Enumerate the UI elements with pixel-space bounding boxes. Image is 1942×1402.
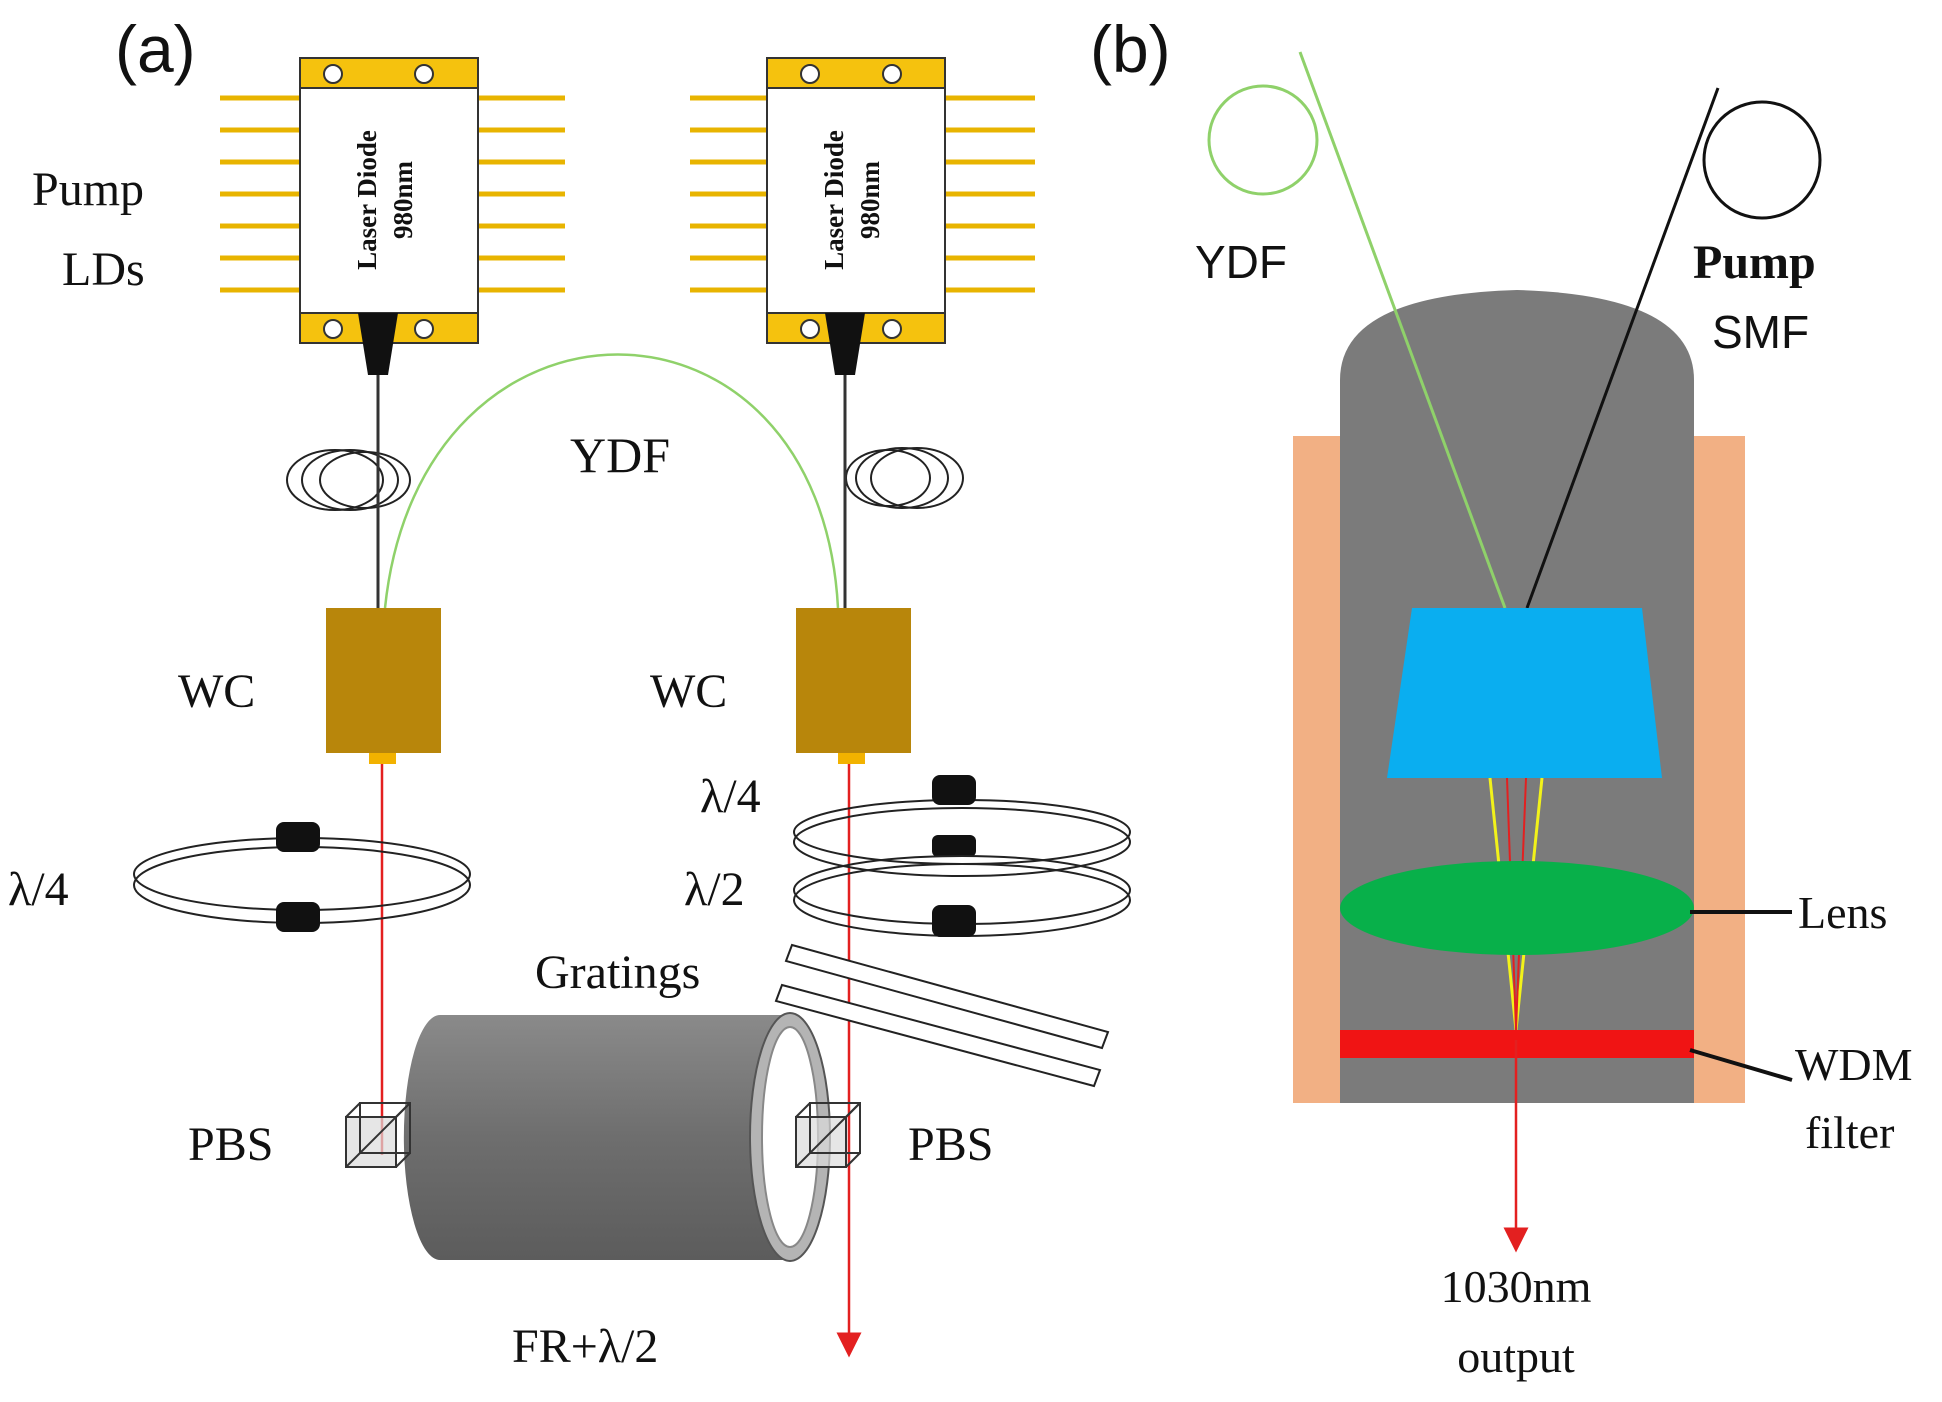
diode-pins-right (690, 95, 1035, 293)
pbs-label-left: PBS (188, 1118, 273, 1171)
panel-a: (a) (8, 12, 1131, 1373)
wc-collimator-right (796, 608, 911, 753)
lens (1340, 861, 1694, 955)
pbs-cube-right (795, 1102, 861, 1168)
pump-smf-fiber (1525, 87, 1720, 609)
ydf-fiber-coil (1207, 84, 1319, 196)
panel-a-tag: (a) (115, 12, 196, 86)
hwp-label-right: λ/2 (684, 863, 745, 916)
gratings-label: Gratings (535, 946, 700, 999)
mount-hole-icon (882, 319, 902, 339)
quarter-wave-plate-left (133, 822, 471, 932)
faraday-rotator (403, 1012, 831, 1262)
ydf-fiber-arc (383, 353, 840, 609)
fiber-coil-right (845, 447, 964, 509)
laser-wavelength-left: 980nm (388, 160, 418, 239)
pump-smf-label-line1: Pump (1693, 236, 1816, 289)
pbs-label-right: PBS (908, 1118, 993, 1171)
laser-wavelength-right: 980nm (855, 160, 885, 239)
pump-lds-label-line1: Pump (32, 163, 144, 216)
panel-b: (b) YDF Pump SMF Lens WDM filter (1090, 12, 1913, 1382)
pump-lds-label-line2: LDs (62, 243, 145, 296)
wc-lens-right (838, 753, 865, 764)
ydf-label-b: YDF (1195, 236, 1287, 288)
wdm-coupler-prism (1387, 608, 1662, 778)
laser-diode-right: Laser Diode 980nm (690, 57, 1035, 375)
mount-hole-icon (323, 319, 343, 339)
wdm-label-line2: filter (1805, 1107, 1894, 1158)
fiber-pigtail-boot-right (825, 313, 865, 375)
mount-hole-icon (414, 319, 434, 339)
wc-label-right: WC (650, 665, 727, 718)
pbs-cube-left (345, 1102, 411, 1168)
qwp-label-left: λ/4 (8, 863, 69, 916)
fiber-coil-left (286, 449, 411, 511)
gratings (774, 943, 1110, 1088)
fr-label: FR+λ/2 (512, 1320, 658, 1373)
wdm-label-line1: WDM (1795, 1039, 1913, 1090)
fiber-pigtail-boot-left (358, 313, 398, 375)
ydf-label-a: YDF (570, 427, 670, 483)
wdm-leader-line (1689, 1048, 1793, 1082)
pump-smf-label-line2: SMF (1712, 306, 1809, 358)
laser-diode-text-left: Laser Diode (352, 130, 382, 270)
laser-diode-text-right: Laser Diode (819, 130, 849, 270)
qwp-label-right: λ/4 (700, 770, 761, 823)
diode-label-plate-right (766, 87, 946, 314)
output-label-line2: output (1457, 1331, 1575, 1382)
lens-label: Lens (1798, 887, 1887, 938)
laser-diode-left: Laser Diode 980nm (220, 57, 565, 375)
wc-collimator-left (326, 608, 441, 753)
ydf-fiber-b (1298, 51, 1507, 609)
quarter-wave-plate-right (793, 775, 1131, 877)
half-wave-plate-right (793, 855, 1131, 937)
mount-hole-icon (414, 64, 434, 84)
mount-hole-icon (800, 64, 820, 84)
mount-hole-icon (323, 64, 343, 84)
diode-label-plate-left (299, 87, 479, 314)
wc-lens-left (369, 753, 396, 764)
panel-b-tag: (b) (1090, 12, 1171, 86)
wc-label-left: WC (178, 665, 255, 718)
mount-hole-icon (800, 319, 820, 339)
output-label-line1: 1030nm (1441, 1261, 1592, 1312)
pump-smf-coil (1702, 100, 1822, 220)
diode-pins-left (220, 95, 565, 293)
mount-hole-icon (882, 64, 902, 84)
